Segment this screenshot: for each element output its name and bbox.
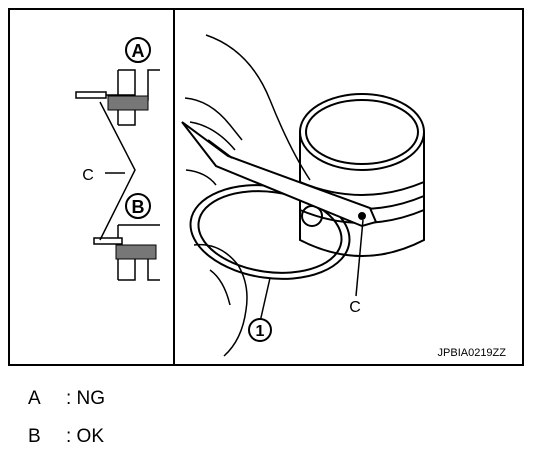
figure-code: JPBIA0219ZZ [438, 347, 507, 359]
c-left-leader [99, 101, 136, 241]
legend-value: : NG [66, 388, 106, 409]
ring-leader [259, 277, 271, 323]
feeler-gauge [181, 121, 378, 228]
detail-a-ring [107, 95, 149, 111]
detail-a-groove [75, 69, 160, 126]
svg-text:1: 1 [256, 323, 265, 340]
label-c-left: C [82, 167, 94, 184]
c-right-leader [355, 219, 364, 297]
legend-key: B [28, 426, 41, 447]
circled-letter-icon [248, 318, 272, 342]
detail-b-ring [115, 244, 157, 260]
svg-text:B: B [132, 197, 145, 217]
legend-key: A [28, 388, 41, 409]
legend-value: : OK [66, 426, 105, 447]
callout-1: 1 [248, 318, 272, 342]
callout-a: A [125, 37, 151, 63]
label-c-right: C [349, 299, 361, 316]
diagram-frame: A B 1 C C JPBIA0219ZZ [8, 8, 524, 366]
circled-letter-icon [125, 193, 151, 219]
callout-b: B [125, 193, 151, 219]
svg-text:A: A [132, 41, 145, 61]
circled-letter-icon [125, 37, 151, 63]
piston-ring-diagram: A B 1 C C JPBIA0219ZZ [75, 10, 507, 364]
hand-outline [184, 34, 311, 357]
